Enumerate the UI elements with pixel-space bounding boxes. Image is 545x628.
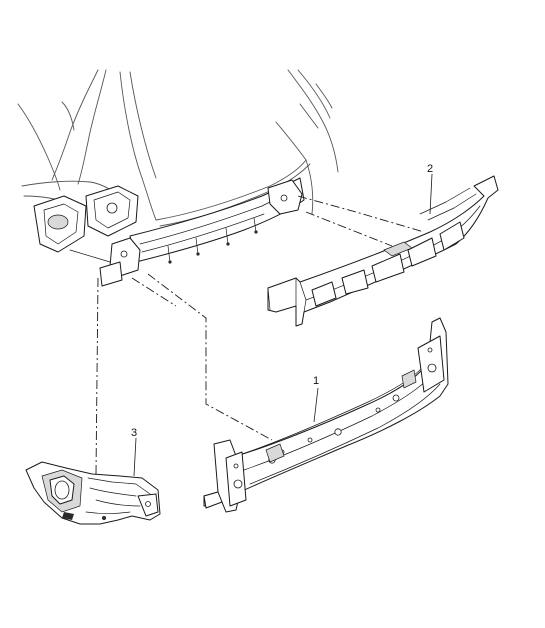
assembly-line-part-3 xyxy=(95,277,99,475)
part-3-wheelhouse-reinforcement xyxy=(25,461,161,525)
callout-label-1: 1 xyxy=(313,375,319,387)
vehicle-body-outline xyxy=(17,69,339,287)
callout-label-3: 3 xyxy=(131,427,137,439)
assembly-lines xyxy=(95,195,425,475)
callout-label-2: 2 xyxy=(427,163,433,175)
assembly-line-part-1-b xyxy=(131,277,177,307)
assembly-line-part-1 xyxy=(147,273,273,441)
assembly-line-part-2-a xyxy=(305,211,393,247)
part-2-rear-cross-member-upper xyxy=(267,175,499,327)
callout-1-leader xyxy=(313,387,319,423)
assembly-line-part-2-b xyxy=(297,195,425,233)
callout-3-leader xyxy=(133,437,137,477)
part-1-rear-end-panel xyxy=(203,317,449,513)
callout-2-leader xyxy=(429,173,433,215)
